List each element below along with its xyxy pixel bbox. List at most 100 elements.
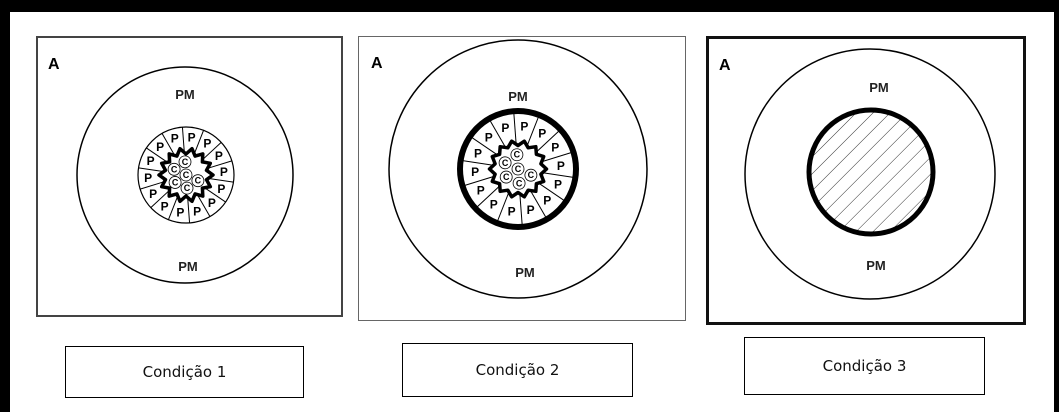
c-cell xyxy=(524,168,538,182)
p-cell-divider xyxy=(527,116,539,145)
p-cell-divider xyxy=(462,160,493,166)
p-cell-label: P xyxy=(490,198,498,212)
c-cell-label: C xyxy=(184,183,191,193)
p-cell-label: P xyxy=(477,183,485,197)
c-cell-label: C xyxy=(502,158,509,168)
pm-label-top: PM xyxy=(508,89,528,104)
c-cell-label: C xyxy=(514,150,521,160)
caption-condicao-1: Condição 1 xyxy=(65,346,304,398)
p-cell-divider xyxy=(167,197,178,220)
p-cell-label: P xyxy=(485,130,493,144)
c-cell xyxy=(510,148,524,162)
p-cell-divider xyxy=(536,130,560,152)
p-cell-divider xyxy=(194,130,205,153)
p-cell-divider xyxy=(203,141,222,160)
panel-letter: A xyxy=(719,57,731,74)
p-cell-divider xyxy=(476,186,500,208)
diagram-condicao-3: PM PM xyxy=(744,48,996,300)
c-cell-label: C xyxy=(528,170,535,180)
p-cell-divider xyxy=(205,188,226,203)
p-cell-divider xyxy=(513,113,517,144)
caption-condicao-3: Condição 3 xyxy=(744,337,985,395)
p-cell-divider xyxy=(138,167,163,172)
c-cell-label: C xyxy=(171,164,178,174)
p-cell-divider xyxy=(542,152,572,162)
p-cell-label: P xyxy=(161,199,169,213)
c-cell-label: C xyxy=(183,170,190,180)
c-cell-label: C xyxy=(182,157,189,167)
c-cell xyxy=(178,155,192,169)
p-cell-label: P xyxy=(217,182,225,196)
p-cell-label: P xyxy=(557,159,565,173)
c-cell xyxy=(512,176,526,190)
p-cell-label: P xyxy=(508,205,516,219)
p-cell-label: P xyxy=(188,130,196,144)
p-cell-label: P xyxy=(220,165,228,179)
p-cell-divider xyxy=(146,147,167,162)
outer-circle xyxy=(76,66,294,284)
p-cell-label: P xyxy=(176,206,184,220)
panel-condicao-3: A PM PM xyxy=(706,36,1026,325)
p-cell-divider xyxy=(150,190,169,209)
p-cell-divider xyxy=(497,193,509,222)
p-cell-divider xyxy=(208,160,233,169)
p-cell-label: P xyxy=(203,137,211,151)
pm-label-bottom: PM xyxy=(178,259,198,274)
p-cell-label: P xyxy=(554,178,562,192)
c-cell xyxy=(167,162,181,176)
p-cell-divider xyxy=(464,176,494,186)
c-cell-label: C xyxy=(172,177,179,187)
p-cell-label: P xyxy=(215,149,223,163)
c-cell xyxy=(498,156,512,170)
p-cell-divider xyxy=(543,172,574,178)
c-cell-label: C xyxy=(503,172,510,182)
p-cell-divider xyxy=(209,178,234,183)
p-cell-label: P xyxy=(501,121,509,135)
p-cell-divider xyxy=(519,194,523,225)
encapsulating-ring xyxy=(457,108,579,230)
p-cell-divider xyxy=(530,191,547,218)
p-cell-divider xyxy=(161,133,175,155)
p-cell-label: P xyxy=(551,141,559,155)
p-cell-divider xyxy=(197,195,211,217)
p-cell-label: P xyxy=(471,165,479,179)
p-cell-label: P xyxy=(543,194,551,208)
p-cell-divider xyxy=(181,127,185,152)
p-cell-label: P xyxy=(149,187,157,201)
p-cell-label: P xyxy=(156,140,164,154)
c-cell-label: C xyxy=(195,176,202,186)
c-cell xyxy=(179,168,193,182)
p-cell-label: P xyxy=(171,132,179,146)
pm-label-top: PM xyxy=(175,87,195,102)
p-cell-divider xyxy=(489,120,506,147)
outer-circle xyxy=(744,48,996,300)
p-cell-divider xyxy=(471,137,497,155)
c-cell xyxy=(168,176,182,189)
p-cell-divider xyxy=(539,183,565,201)
hatched-core xyxy=(806,107,936,237)
p-cell-label: P xyxy=(144,171,152,185)
p-cell-label: P xyxy=(474,146,482,160)
panel-letter: A xyxy=(48,56,60,73)
p-cell-label: P xyxy=(538,126,546,140)
panel-letter: A xyxy=(371,55,383,72)
outer-circle xyxy=(388,39,648,299)
pm-label-bottom: PM xyxy=(866,258,886,273)
p-cell-divider xyxy=(187,198,191,223)
c-cell-label: C xyxy=(515,164,522,174)
p-cell-label: P xyxy=(193,204,201,218)
c-cell xyxy=(191,174,205,188)
p-cell-label: P xyxy=(527,203,535,217)
caption-condicao-2: Condição 2 xyxy=(402,343,633,397)
c-cell xyxy=(511,162,525,176)
pm-label-top: PM xyxy=(869,80,889,95)
p-cell-label: P xyxy=(208,196,216,210)
c-cell xyxy=(180,181,194,195)
pm-label-bottom: PM xyxy=(515,265,535,280)
p-cell-divider xyxy=(139,181,164,190)
c-cell-label: C xyxy=(516,178,523,188)
